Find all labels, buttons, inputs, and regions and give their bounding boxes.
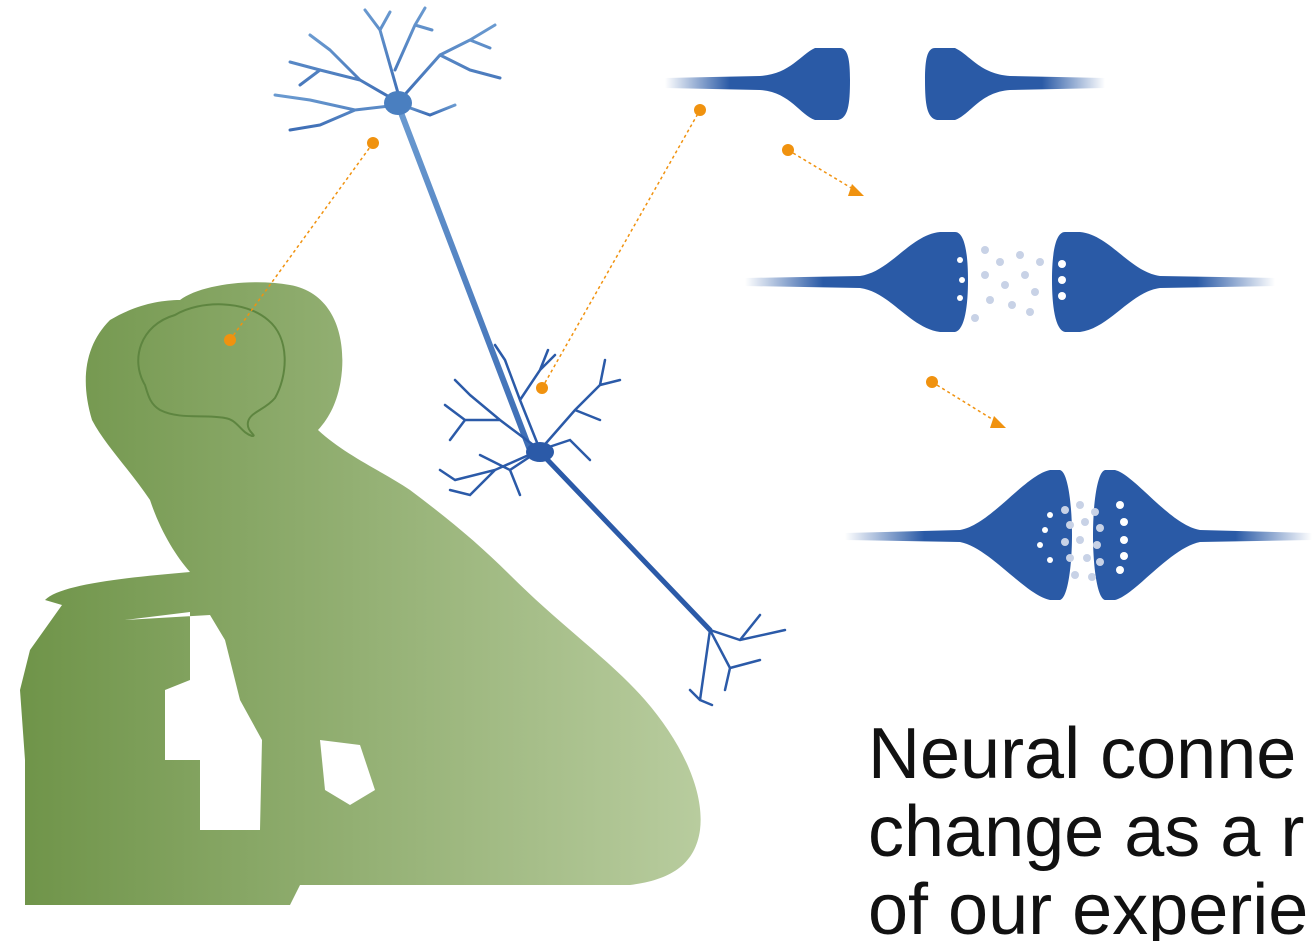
dendrite-to-synapse-leader	[542, 110, 700, 388]
brain-marker-dot	[224, 334, 236, 346]
caption-line-3: of our experie	[868, 871, 1312, 941]
synapse-marker-dot	[694, 104, 706, 116]
caption-line-2: change as a r	[868, 793, 1312, 871]
arrow-head-1	[848, 184, 864, 196]
neuron-marker-dot	[367, 137, 379, 149]
caption-text: Neural conne change as a r of our experi…	[868, 715, 1312, 941]
caption-line-1: Neural conne	[868, 715, 1312, 793]
toddler-silhouette-icon	[20, 282, 701, 905]
arrow-head-2	[990, 416, 1006, 428]
dendrite-marker-dot	[536, 382, 548, 394]
synapse-firing-icon	[745, 232, 1275, 332]
synapse-strengthened-icon	[845, 470, 1312, 600]
synapse-inactive-icon	[665, 48, 1105, 120]
